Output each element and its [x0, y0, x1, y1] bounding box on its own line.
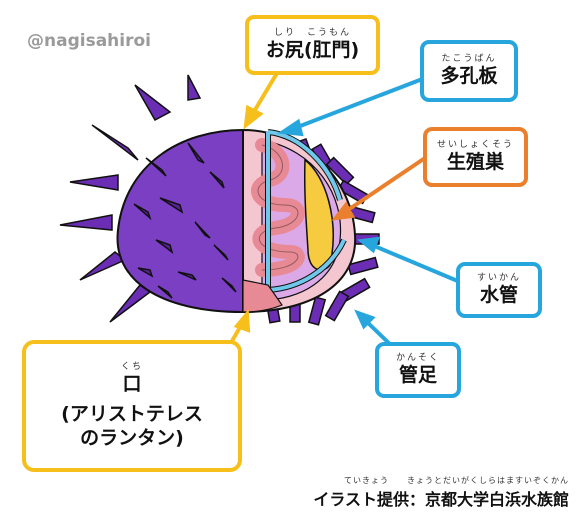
label-madreporite-text: 多孔板	[440, 65, 498, 87]
watermark: @nagisahiroi	[27, 31, 151, 51]
spines-left	[59, 74, 202, 323]
lantern	[242, 279, 283, 313]
label-madreporite-ruby: たこうばん	[441, 54, 497, 64]
label-gonad-text: 生殖巣	[446, 151, 504, 173]
short-spines	[133, 142, 237, 299]
credit-ruby: ていきょう きょうとだいがくしらはますいぞくかん	[344, 476, 569, 485]
label-water-vessel: すいかん 水管	[456, 262, 542, 318]
label-mouth-line3: のランタン)	[80, 427, 184, 449]
label-mouth-text: 口	[122, 373, 142, 395]
label-water-vessel-text: 水管	[479, 284, 518, 306]
label-anus: しり こうもん お尻(肛門)	[245, 15, 380, 75]
label-gonad: せいしょくそう 生殖巣	[423, 127, 528, 187]
shell-left	[116, 128, 244, 314]
credit: ていきょう きょうとだいがくしらはますいぞくかん イラスト提供：京都大学白浜水族…	[313, 475, 569, 510]
label-tube-foot-text: 管足	[398, 364, 437, 386]
label-water-vessel-ruby: すいかん	[476, 273, 521, 283]
label-mouth-ruby: くち	[120, 362, 143, 372]
credit-text: イラスト提供：京都大学白浜水族館	[313, 490, 569, 509]
label-mouth: くち 口 (アリストテレス のランタン)	[22, 340, 242, 472]
label-tube-foot: かんそく 管足	[375, 342, 461, 398]
label-anus-text: お尻(肛門)	[265, 39, 360, 61]
label-tube-foot-ruby: かんそく	[395, 353, 440, 363]
label-anus-ruby: しり こうもん	[273, 28, 351, 38]
label-madreporite: たこうばん 多孔板	[420, 40, 518, 102]
gut	[251, 138, 305, 277]
label-mouth-line2: (アリストテレス	[61, 403, 203, 425]
label-gonad-ruby: せいしょくそう	[436, 140, 514, 150]
